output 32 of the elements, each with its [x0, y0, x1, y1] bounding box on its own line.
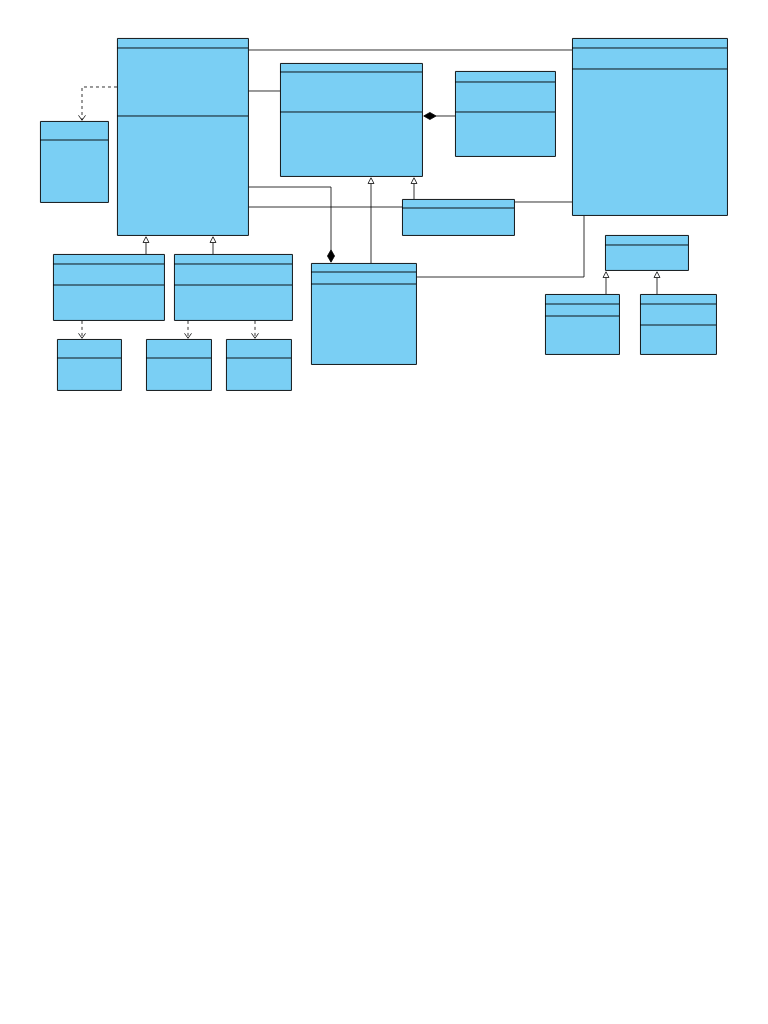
class-box — [145, 339, 212, 391]
inheritance-arrow — [602, 271, 610, 295]
class-box — [225, 339, 292, 391]
class-box — [571, 38, 728, 216]
association-line — [416, 215, 585, 278]
composition-line — [423, 112, 456, 120]
inheritance-arrow — [209, 236, 217, 255]
association-line — [248, 206, 403, 208]
class-box — [52, 254, 165, 321]
dependency-arrow — [78, 320, 86, 339]
class-box — [454, 71, 556, 157]
class-box — [639, 294, 717, 355]
dependency-arrow — [78, 86, 118, 121]
association-line — [248, 90, 281, 92]
class-box — [604, 235, 689, 271]
class-box — [544, 294, 620, 355]
inheritance-arrow — [367, 177, 375, 264]
inheritance-arrow — [410, 177, 418, 200]
class-box — [401, 199, 515, 236]
association-line — [248, 49, 573, 51]
dependency-arrow — [251, 320, 259, 339]
class-box — [279, 63, 423, 177]
association-line — [514, 201, 573, 203]
class-box — [56, 339, 122, 391]
class-box — [39, 121, 109, 203]
class-box — [310, 263, 417, 365]
class-box — [173, 254, 293, 321]
inheritance-arrow — [142, 236, 150, 255]
dependency-arrow — [184, 320, 192, 339]
inheritance-arrow — [653, 271, 661, 295]
class-box — [116, 38, 249, 236]
composition-line — [248, 186, 335, 263]
